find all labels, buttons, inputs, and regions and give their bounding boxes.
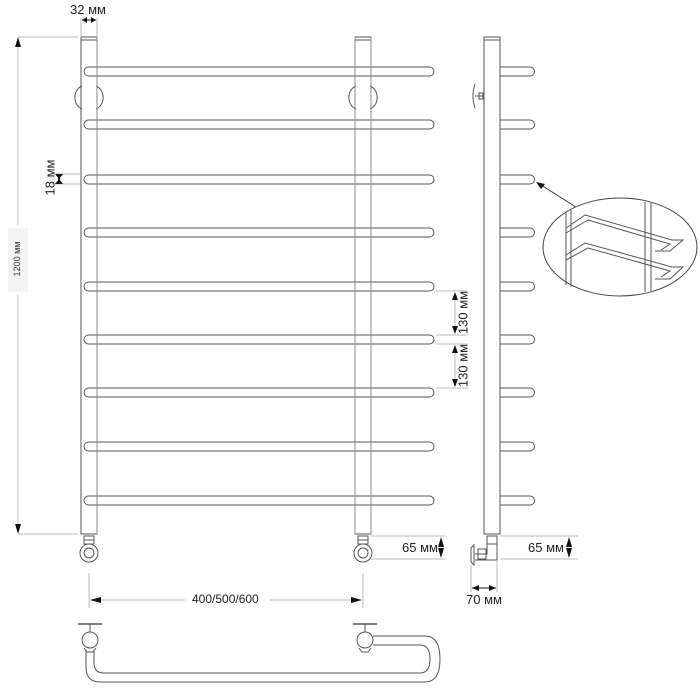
- bottom-left-fitting: [78, 623, 102, 653]
- bottom-right-fitting: [353, 623, 377, 653]
- left-wall-mount: [74, 85, 104, 110]
- connection-height-side-label: 65 мм: [528, 540, 564, 555]
- right-valve: [353, 535, 373, 563]
- bar-spacing-label-1: 130 мм: [455, 290, 471, 335]
- side-view: [470, 36, 698, 592]
- wall-offset-label: 70 мм: [466, 592, 502, 607]
- left-valve: [79, 535, 99, 563]
- right-wall-mount: [348, 85, 378, 110]
- connection-height-front-label: 65 мм: [402, 540, 438, 555]
- side-valve: [470, 535, 498, 567]
- bar-diameter-label: 18 мм: [42, 159, 58, 196]
- side-pipe: [483, 36, 501, 535]
- height-label: 1200 мм: [12, 241, 22, 277]
- front-bars: [83, 66, 435, 506]
- center-distance-label: 400/500/600: [192, 592, 259, 606]
- bottom-view: [78, 623, 441, 683]
- bar-bend-detail: [536, 182, 698, 297]
- side-wall-mount: [472, 83, 484, 109]
- bottom-pipe: [85, 635, 441, 683]
- front-view: [8, 17, 468, 608]
- side-bars: [499, 66, 535, 506]
- pipe-diameter-label: 32 мм: [70, 2, 106, 17]
- bar-spacing-label-2: 130 мм: [455, 343, 471, 388]
